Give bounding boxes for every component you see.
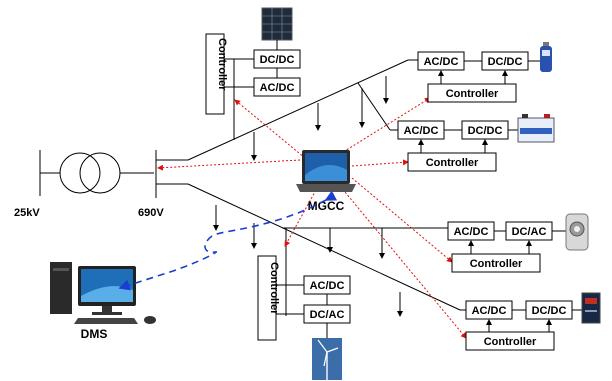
wind-ac-dc-label: AC/DC [310,280,345,292]
desktop-computer-icon [50,262,156,324]
sc-ac-dc-label: AC/DC [472,305,507,317]
wind-turbine-icon [312,338,342,380]
pv-controller-box [205,33,225,115]
grid-connection [39,150,157,198]
pv-dc-dc-label: DC/DC [260,54,295,66]
bat-controller-label: Controller [426,157,479,169]
battery-icon [517,114,555,143]
sc-controller-box [465,331,555,351]
dms-communication-link [118,190,338,291]
pv-ac-dc-box [253,77,301,97]
fuel-cell-icon [540,42,552,72]
fc-controller-box [427,83,517,103]
fc-dc-dc-label: DC/DC [488,56,523,68]
bat-controller-box [407,152,497,172]
fw-controller-box [451,253,541,273]
flywheel-icon [565,213,589,251]
pv-ac-dc-label: AC/DC [260,82,295,94]
bat-ac-dc-label: AC/DC [404,125,439,137]
supercapacitor-icon [581,292,601,324]
fw-controller-label: Controller [470,258,523,270]
fc-controller-label: Controller [446,88,499,100]
pv-controller-label: Controller [216,38,228,91]
fw-dc-ac-label: DC/AC [512,226,547,238]
wind-controller-label: Controller [268,262,280,315]
source-voltage-label: 25kV [14,207,40,219]
sc-dc-dc-label: DC/DC [532,305,567,317]
pv-dc-dc-box [253,49,301,69]
solar-panel-icon [261,7,293,41]
wind-dc-ac-label: DC/AC [310,309,345,321]
bus-voltage-label: 690V [138,207,164,219]
fc-ac-dc-label: AC/DC [424,56,459,68]
laptop-icon [296,150,356,192]
bat-dc-dc-label: DC/DC [468,125,503,137]
dms-label: DMS [81,327,108,341]
fw-ac-dc-label: AC/DC [454,226,489,238]
sc-controller-label: Controller [484,336,537,348]
